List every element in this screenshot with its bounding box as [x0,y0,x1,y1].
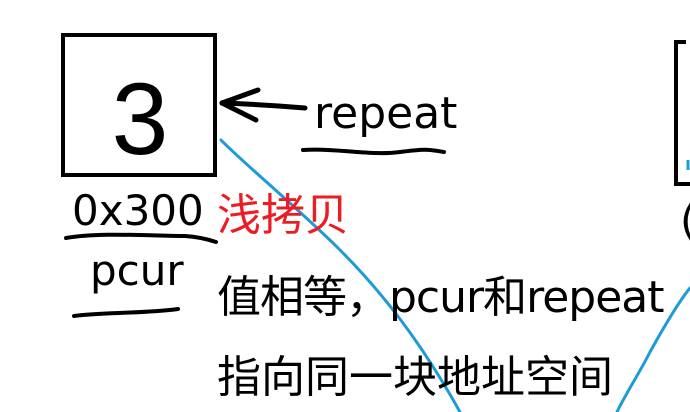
blue-stroke-left [219,138,462,412]
memory-box [61,33,217,177]
explanation-line-1: 值相等，pcur和repeat [217,272,665,323]
explanation-line-2: 指向同一块地址空间 [217,352,613,403]
right-partial-box [674,40,690,186]
box-value: 3 [112,62,169,176]
variable-name-label: pcur [90,246,184,295]
blue-stroke-right [615,286,690,412]
arrow-head [219,87,261,123]
address-underline [64,232,218,244]
address-label: 0x300 [72,186,204,235]
pcur-underline [72,307,180,318]
arrow-shaft [219,100,308,111]
repeat-underline [301,147,446,156]
right-partial-char: ( [680,200,690,242]
shallow-copy-label: 浅拷贝 [217,190,349,241]
pointer-name-label: repeat [314,88,458,139]
